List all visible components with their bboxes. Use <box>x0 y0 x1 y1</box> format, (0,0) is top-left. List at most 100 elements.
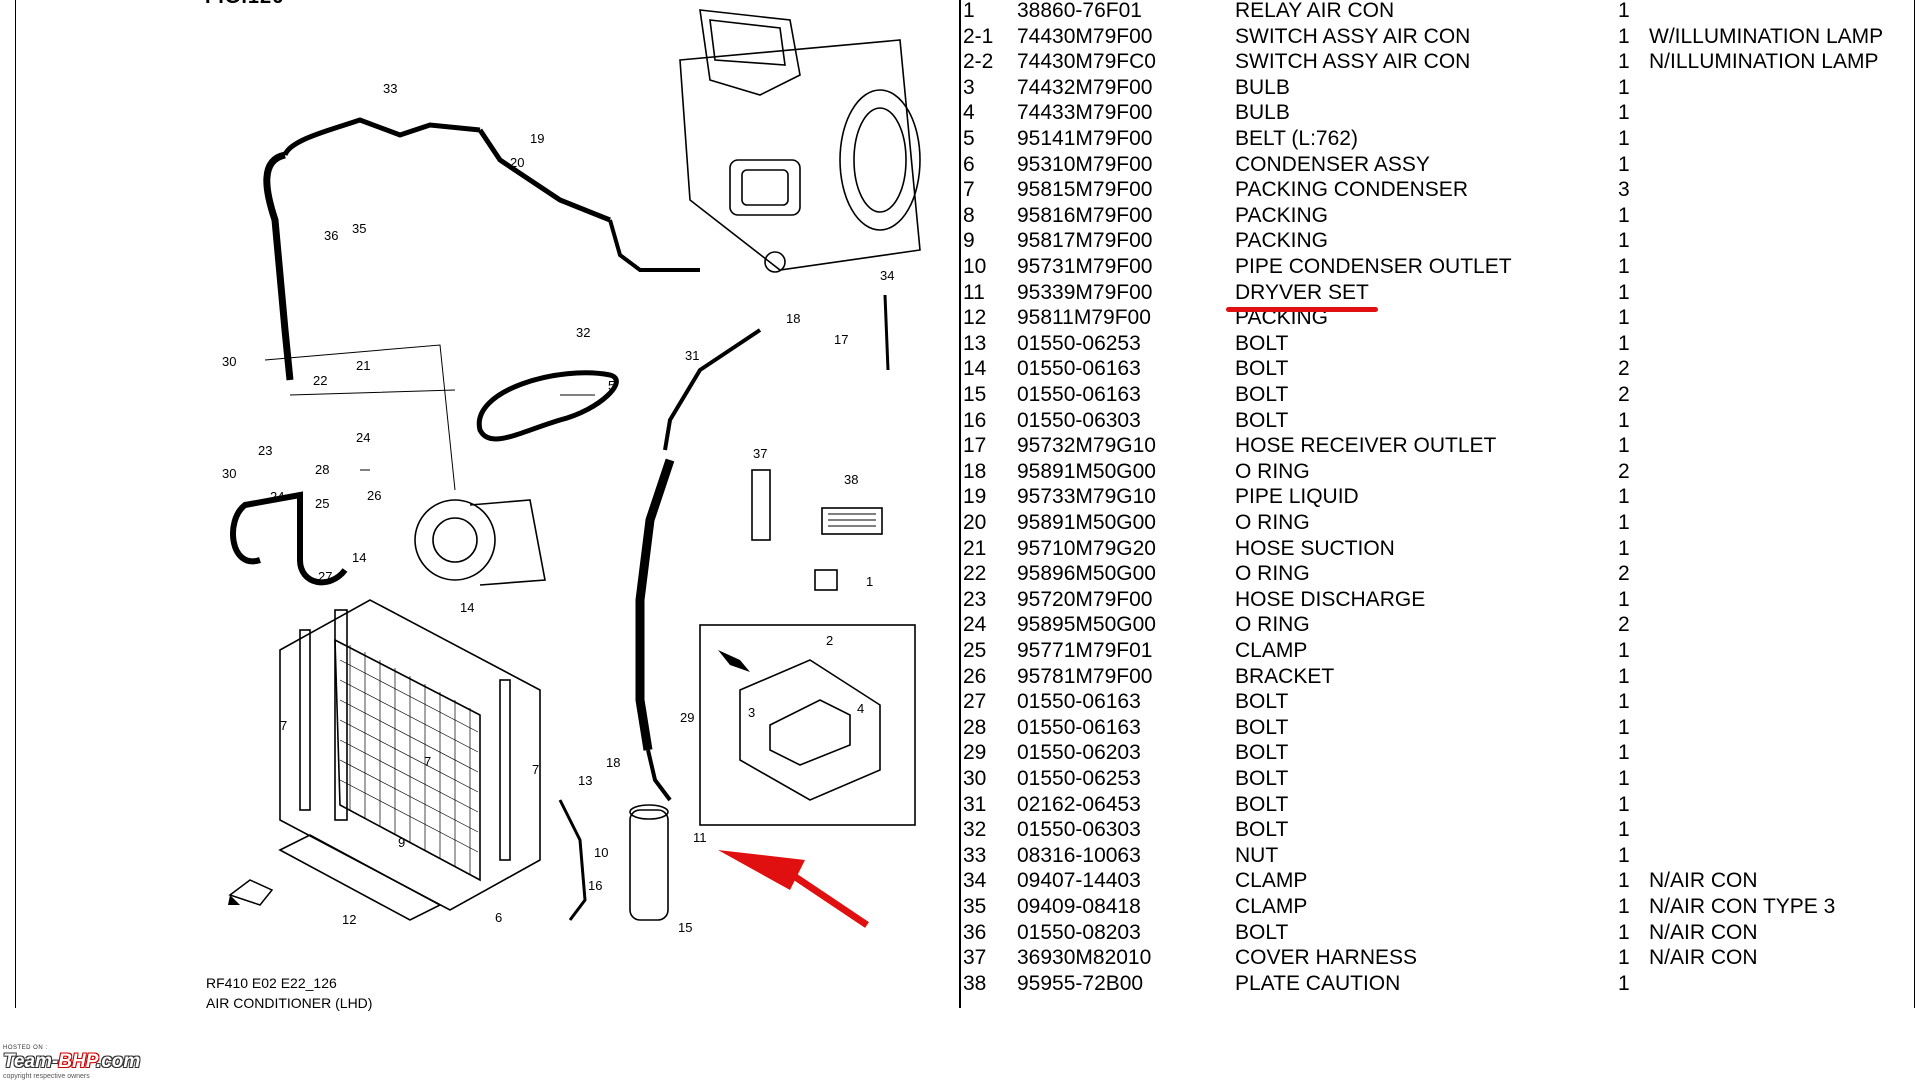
svg-text:13: 13 <box>578 773 592 788</box>
item-number: 22 <box>963 562 987 586</box>
svg-text:5: 5 <box>608 378 615 393</box>
item-number: 25 <box>963 639 987 662</box>
quantity: 1 <box>1618 946 1630 970</box>
part-number: 01550-06163 <box>1017 383 1141 406</box>
svg-text:37: 37 <box>753 446 767 461</box>
part-description: BULB <box>1235 75 1290 99</box>
svg-text:17: 17 <box>834 332 848 347</box>
quantity: 1 <box>1618 920 1630 944</box>
svg-text:2: 2 <box>826 633 833 648</box>
item-number: 31 <box>963 792 987 816</box>
svg-text:30: 30 <box>222 354 236 369</box>
part-description: PACKING <box>1235 229 1328 253</box>
quantity: 1 <box>1618 690 1630 714</box>
part-number: 01550-06163 <box>1017 357 1141 381</box>
quantity: 1 <box>1618 895 1630 918</box>
part-number: 95710M79G20 <box>1017 536 1156 560</box>
part-description: BOLT <box>1235 690 1289 714</box>
svg-text:33: 33 <box>383 81 397 96</box>
part-number: 01550-06163 <box>1017 690 1141 714</box>
figure-title-caption: AIR CONDITIONER (LHD) <box>206 995 373 1011</box>
part-number: 95731M79F00 <box>1017 255 1153 278</box>
item-number: 37 <box>963 946 987 970</box>
quantity: 1 <box>1618 869 1630 893</box>
quantity: 1 <box>1618 24 1630 48</box>
svg-text:35: 35 <box>352 221 366 236</box>
item-number: 35 <box>963 895 987 918</box>
quantity: 2 <box>1618 562 1630 586</box>
part-description: PLATE CAUTION <box>1235 971 1401 995</box>
item-number: 32 <box>963 818 987 842</box>
svg-text:31: 31 <box>685 348 699 363</box>
part-number: 95895M50G00 <box>1017 613 1156 637</box>
svg-text:25: 25 <box>315 496 329 511</box>
svg-text:27: 27 <box>318 569 332 584</box>
quantity: 1 <box>1618 203 1630 227</box>
part-description: BOLT <box>1235 715 1289 739</box>
item-number: 12 <box>963 306 987 330</box>
remark: N/AIR CON TYPE 3 <box>1649 895 1836 918</box>
svg-text:9: 9 <box>398 835 405 850</box>
quantity: 1 <box>1618 767 1630 790</box>
svg-text:18: 18 <box>786 311 800 326</box>
column-divider <box>959 0 961 1008</box>
item-number: 19 <box>963 485 987 509</box>
svg-text:1: 1 <box>866 574 873 589</box>
quantity: 1 <box>1618 741 1630 765</box>
part-number: 74430M79F00 <box>1017 24 1153 48</box>
svg-text:18: 18 <box>606 755 620 770</box>
item-number: 17 <box>963 434 987 458</box>
svg-text:7: 7 <box>424 754 431 769</box>
quantity: 3 <box>1618 178 1630 202</box>
item-number: 4 <box>963 101 975 125</box>
figure-header: FIG.126 <box>205 0 284 9</box>
part-number: 01550-06253 <box>1017 331 1141 355</box>
quantity: 2 <box>1618 357 1630 381</box>
item-number: 34 <box>963 869 987 893</box>
svg-text:24: 24 <box>356 430 370 445</box>
part-description: HOSE SUCTION <box>1235 536 1395 560</box>
part-number: 09409-08418 <box>1017 895 1141 918</box>
svg-text:15: 15 <box>678 920 692 935</box>
quantity: 1 <box>1618 408 1630 432</box>
part-number: 95733M79G10 <box>1017 485 1156 509</box>
part-number: 95896M50G00 <box>1017 562 1156 586</box>
watermark-hosted: HOSTED ON : <box>3 1045 48 1051</box>
part-description: PACKING CONDENSER <box>1235 178 1468 202</box>
part-description: COVER HARNESS <box>1235 946 1418 970</box>
figure-code-caption: RF410 E02 E22_126 <box>206 975 337 991</box>
part-description: O RING <box>1235 511 1310 534</box>
quantity: 1 <box>1618 536 1630 560</box>
quantity: 1 <box>1618 715 1630 739</box>
svg-text:14: 14 <box>460 600 474 615</box>
watermark-copyright: copyright respective owners <box>3 1073 90 1080</box>
part-description: O RING <box>1235 613 1310 637</box>
svg-text:14: 14 <box>352 550 366 565</box>
part-number: 08316-10063 <box>1017 843 1141 867</box>
watermark: HOSTED ON : Team-BHP.com copyright respe… <box>3 1045 140 1080</box>
part-number: 09407-14403 <box>1017 869 1141 893</box>
remark: N/AIR CON <box>1649 920 1758 944</box>
quantity: 1 <box>1618 255 1630 278</box>
item-number: 8 <box>963 203 975 227</box>
item-number: 21 <box>963 536 987 560</box>
quantity: 1 <box>1618 511 1630 534</box>
quantity: 1 <box>1618 843 1630 867</box>
part-description: PACKING <box>1235 203 1328 227</box>
quantity: 1 <box>1618 50 1630 74</box>
svg-text:19: 19 <box>530 131 544 146</box>
item-number: 30 <box>963 767 987 790</box>
item-number: 27 <box>963 690 987 714</box>
part-number: 95339M79F00 <box>1017 280 1153 304</box>
item-number: 23 <box>963 587 987 611</box>
item-number: 7 <box>963 178 975 202</box>
svg-text:10: 10 <box>594 845 608 860</box>
part-number: 95732M79G10 <box>1017 434 1156 458</box>
svg-text:22: 22 <box>313 373 327 388</box>
svg-text:7: 7 <box>280 718 287 733</box>
quantity: 1 <box>1618 306 1630 330</box>
dryer-set-highlight <box>1226 307 1378 312</box>
part-description: PIPE LIQUID <box>1235 485 1359 509</box>
svg-text:29: 29 <box>680 710 694 725</box>
